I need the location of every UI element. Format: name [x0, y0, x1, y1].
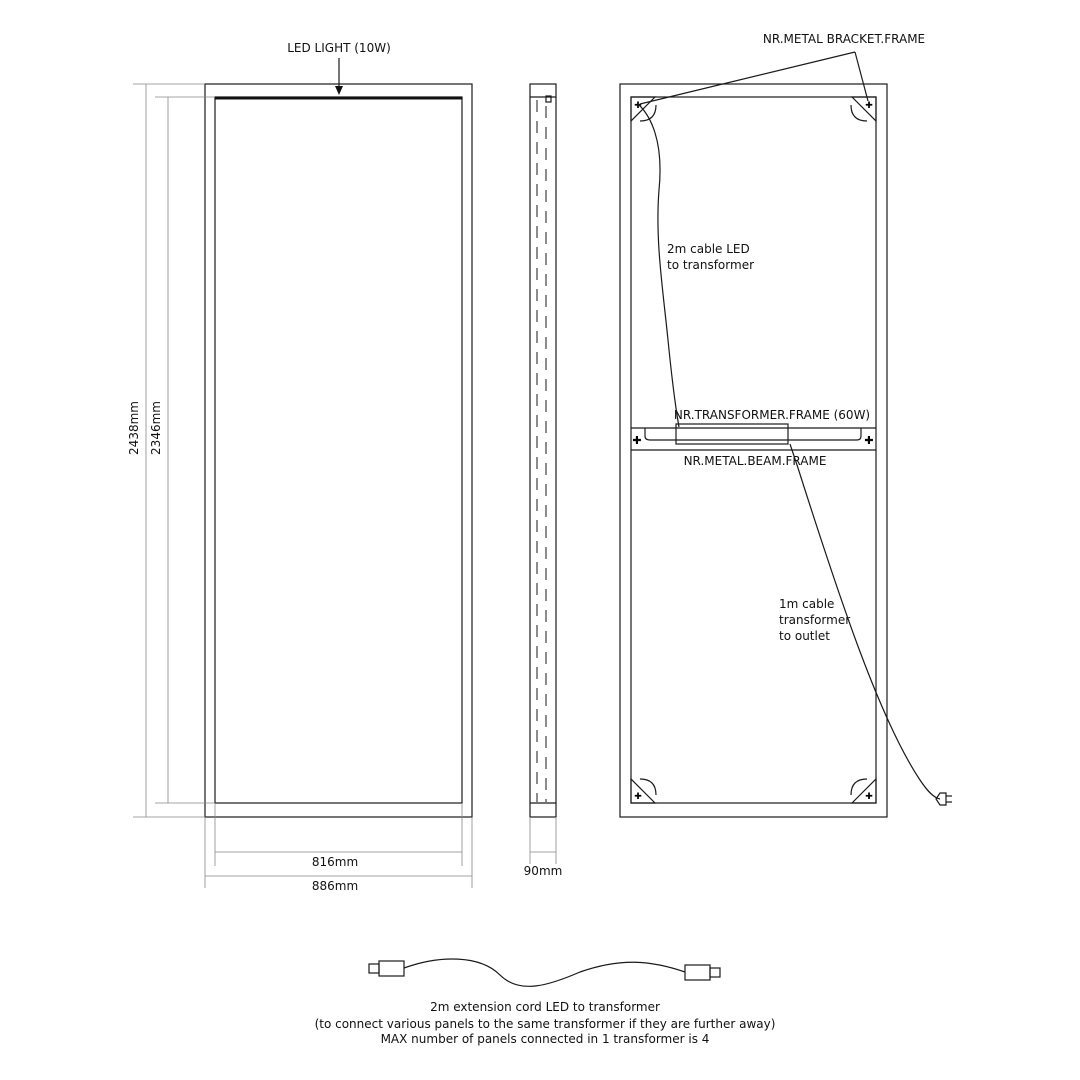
note-line-1: 2m extension cord LED to transformer — [430, 1000, 660, 1014]
back-outer-frame — [619, 83, 888, 818]
note-line-2: (to connect various panels to the same t… — [315, 1017, 776, 1031]
cord-plug-right-tip — [709, 967, 721, 978]
cord-plug-left-tip — [368, 963, 380, 974]
bracket-bottom-left: ✚ — [630, 777, 657, 804]
front-outer-frame — [204, 83, 473, 818]
bracket-leader-left — [639, 51, 856, 105]
cord-wire — [403, 958, 686, 987]
height-outer-label: 2438mm — [127, 401, 141, 455]
width-outer-label: 886mm — [312, 879, 358, 893]
cable-led-label-2: to transformer — [667, 258, 754, 272]
led-light-label: LED LIGHT (10W) — [287, 41, 391, 55]
svg-text:✚: ✚ — [634, 101, 642, 111]
svg-text:✚: ✚ — [634, 792, 642, 802]
beam-left-screw-icon: ✚ — [632, 434, 641, 447]
depth-label: 90mm — [524, 864, 563, 878]
cable-led-label-1: 2m cable LED — [667, 242, 750, 256]
bracket-top-right: ✚ — [850, 96, 877, 123]
extension-cord — [368, 958, 721, 987]
cable-outlet-label-3: to outlet — [779, 629, 830, 643]
cord-plug-left — [378, 960, 405, 977]
transformer-label: NR.TRANSFORMER.FRAME (60W) — [674, 408, 870, 422]
cable-outlet-label-2: transformer — [779, 613, 850, 627]
outlet-cable — [789, 443, 941, 800]
bracket-leader-right — [854, 51, 869, 102]
plug-icon — [935, 792, 952, 806]
bracket-label: NR.METAL BRACKET.FRAME — [763, 32, 925, 46]
beam-recess — [644, 428, 862, 441]
bracket-bottom-right: ✚ — [850, 777, 877, 804]
note-line-3: MAX number of panels connected in 1 tran… — [381, 1032, 710, 1046]
front-view: LED LIGHT (10W) 2438mm 2346mm 816mm 886m… — [127, 41, 473, 893]
side-view: 90mm — [524, 83, 563, 878]
cable-outlet-label-1: 1m cable — [779, 597, 834, 611]
transformer-box — [675, 423, 789, 445]
width-inner-label: 816mm — [312, 855, 358, 869]
svg-text:✚: ✚ — [865, 792, 873, 802]
led-arrow-head — [335, 86, 343, 95]
side-led-mark — [545, 95, 552, 103]
svg-text:✚: ✚ — [865, 101, 873, 111]
side-frame — [529, 83, 557, 818]
cord-plug-right — [684, 964, 711, 981]
beam-right-screw-icon: ✚ — [864, 434, 873, 447]
back-view: ✚ ✚ NR.TRANSFORMER.FRAME (60W) NR.METAL.… — [619, 32, 952, 818]
beam-label: NR.METAL.BEAM.FRAME — [684, 454, 827, 468]
height-inner-label: 2346mm — [149, 401, 163, 455]
led-cable — [637, 103, 680, 428]
front-inner-panel — [214, 96, 463, 804]
